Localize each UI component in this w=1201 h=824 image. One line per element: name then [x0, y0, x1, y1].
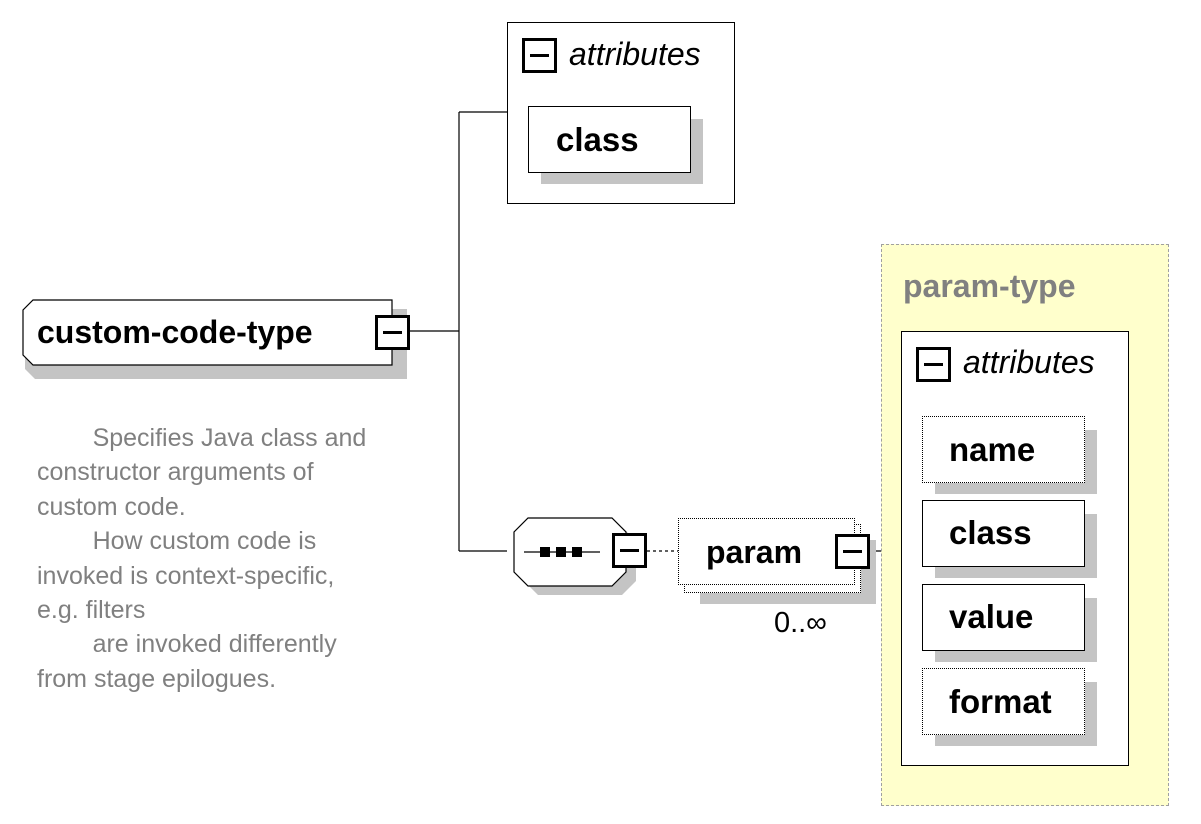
root-element-shape — [22, 299, 407, 379]
param-occurrence: 0..∞ — [774, 607, 827, 639]
attribute-value-label: value — [949, 598, 1034, 635]
param-type-title: param-type — [903, 268, 1076, 304]
root-element-label: custom-code-type — [37, 314, 313, 350]
attributes-top-heading: attributes — [569, 36, 701, 72]
attribute-class[interactable] — [922, 500, 1085, 567]
attribute-format[interactable] — [922, 668, 1085, 735]
attribute-format-label: format — [949, 683, 1052, 720]
param-label: param — [706, 534, 803, 570]
sequence-compositor-icon — [513, 517, 636, 595]
attributes-param-type-heading: attributes — [963, 344, 1095, 380]
attribute-class-top-label: class — [556, 121, 639, 158]
root-collapse-icon[interactable] — [375, 315, 410, 350]
sequence-collapse-icon[interactable] — [612, 533, 647, 568]
param-element[interactable] — [678, 518, 855, 585]
attributes-top-collapse-icon[interactable] — [522, 38, 557, 73]
attribute-class-top[interactable] — [528, 106, 691, 173]
root-documentation: Specifies Java class and constructor arg… — [37, 424, 367, 693]
attribute-name[interactable] — [922, 416, 1085, 483]
attribute-class-label: class — [949, 514, 1032, 551]
attribute-name-label: name — [949, 431, 1036, 468]
attribute-value[interactable] — [922, 584, 1085, 651]
param-collapse-icon[interactable] — [835, 534, 870, 569]
attributes-param-type-collapse-icon[interactable] — [916, 347, 951, 382]
